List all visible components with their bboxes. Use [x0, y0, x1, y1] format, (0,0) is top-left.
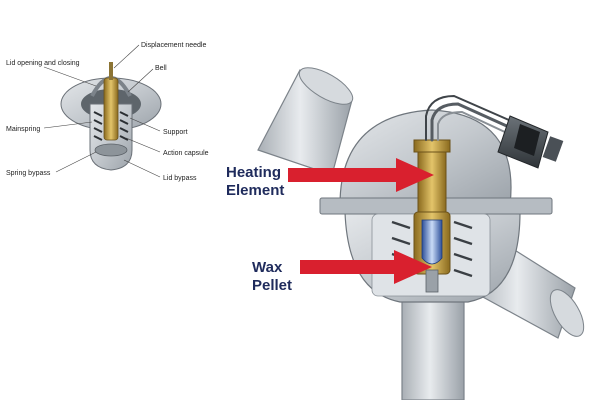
heating-element-arrow [288, 158, 434, 192]
capsule-piston [425, 269, 439, 293]
label-displacement-needle: Displacement needle [141, 42, 206, 49]
large-housing-diagram: Heating Element Wax Pellet [226, 67, 585, 400]
label-lid-opening: Lid opening and closing [6, 60, 80, 67]
callout-wax-line2: Pellet [252, 277, 292, 294]
pipe-right-end [549, 289, 585, 337]
label-support: Support [163, 129, 188, 136]
small-mainspring [93, 111, 129, 141]
wax-pellet [421, 219, 443, 265]
callout-heating-line2: Element [226, 182, 284, 199]
small-needle [109, 62, 113, 80]
heating-element-cap [413, 139, 451, 153]
pipe-bottom [401, 299, 465, 400]
heating-element-body [417, 149, 447, 215]
callout-heating-line1: Heating [226, 164, 281, 181]
pipe-upper-left-end [298, 67, 354, 105]
heater-wires [425, 94, 523, 142]
callout-wax-line1: Wax [252, 259, 283, 276]
small-lid [94, 143, 128, 157]
label-action-capsule: Action capsule [163, 150, 209, 157]
electrical-connector [497, 115, 564, 169]
label-mainspring: Mainspring [6, 126, 40, 133]
small-leader-lines [43, 44, 161, 178]
label-spring-bypass: Spring bypass [6, 170, 51, 177]
small-thermostat-diagram: Displacement needle Lid opening and clos… [6, 42, 209, 182]
label-lid-bypass: Lid bypass [163, 175, 197, 182]
wax-pellet-arrow [300, 250, 432, 284]
label-bell: Bell [155, 65, 167, 72]
small-action-capsule [103, 77, 119, 141]
